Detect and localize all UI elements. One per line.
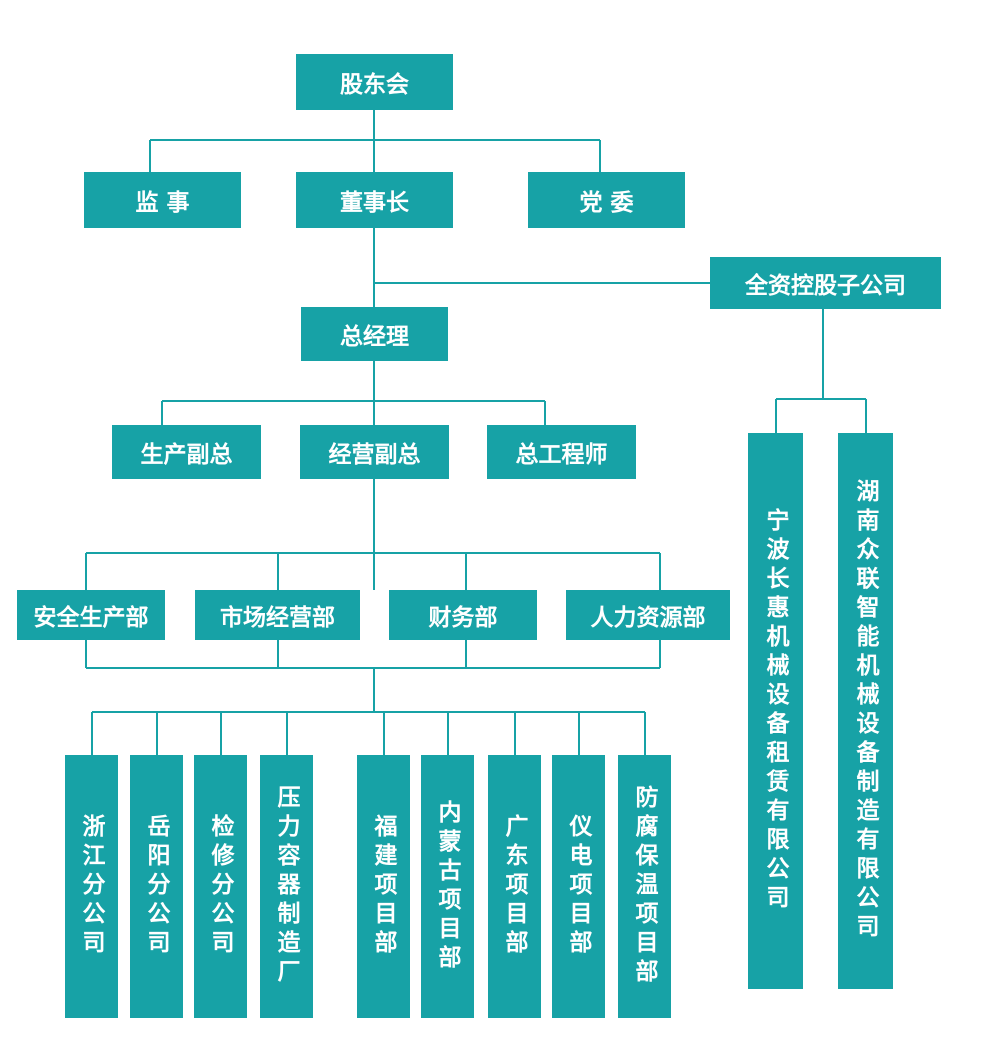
- node-project-instrument-label: 仪电项目部: [565, 814, 592, 959]
- node-project-neimenggu-label: 内蒙古项目部: [434, 799, 461, 974]
- node-project-anticorrosion-label: 防腐保温项目部: [631, 785, 658, 988]
- node-branch-zhejiang-label: 浙江分公司: [78, 814, 105, 959]
- node-project-instrument: 仪电项目部: [552, 755, 605, 1018]
- node-general-manager: 总经理: [301, 307, 448, 361]
- node-chairman: 董事长: [296, 172, 453, 228]
- node-project-guangdong: 广东项目部: [488, 755, 541, 1018]
- node-vp-production: 生产副总: [112, 425, 261, 479]
- node-dept-market: 市场经营部: [195, 590, 360, 640]
- node-branch-yueyang-label: 岳阳分公司: [143, 814, 170, 959]
- node-sub-ningbo: 宁波长惠机械设备租赁有限公司: [748, 433, 803, 989]
- node-project-anticorrosion: 防腐保温项目部: [618, 755, 671, 1018]
- node-project-guangdong-label: 广东项目部: [501, 814, 528, 959]
- node-holding-subsidiaries: 全资控股子公司: [710, 257, 941, 309]
- node-dept-hr: 人力资源部: [566, 590, 730, 640]
- node-branch-yueyang: 岳阳分公司: [130, 755, 183, 1018]
- node-project-fujian: 福建项目部: [357, 755, 410, 1018]
- node-chief-engineer: 总工程师: [487, 425, 636, 479]
- node-project-neimenggu: 内蒙古项目部: [421, 755, 474, 1018]
- node-dept-finance: 财务部: [389, 590, 537, 640]
- node-shareholders: 股东会: [296, 54, 453, 110]
- node-branch-pressure-vessel-label: 压力容器制造厂: [273, 785, 300, 988]
- node-party-committee: 党 委: [528, 172, 685, 228]
- node-vp-operations: 经营副总: [300, 425, 449, 479]
- node-dept-safety: 安全生产部: [17, 590, 165, 640]
- node-project-fujian-label: 福建项目部: [370, 814, 397, 959]
- node-sub-hunan-label: 湖南众联智能机械设备制造有限公司: [852, 479, 879, 943]
- node-sub-ningbo-label: 宁波长惠机械设备租赁有限公司: [762, 508, 789, 914]
- node-branch-zhejiang: 浙江分公司: [65, 755, 118, 1018]
- node-branch-pressure-vessel: 压力容器制造厂: [260, 755, 313, 1018]
- node-branch-maintenance-label: 检修分公司: [207, 814, 234, 959]
- node-sub-hunan: 湖南众联智能机械设备制造有限公司: [838, 433, 893, 989]
- node-supervisor: 监 事: [84, 172, 241, 228]
- node-branch-maintenance: 检修分公司: [194, 755, 247, 1018]
